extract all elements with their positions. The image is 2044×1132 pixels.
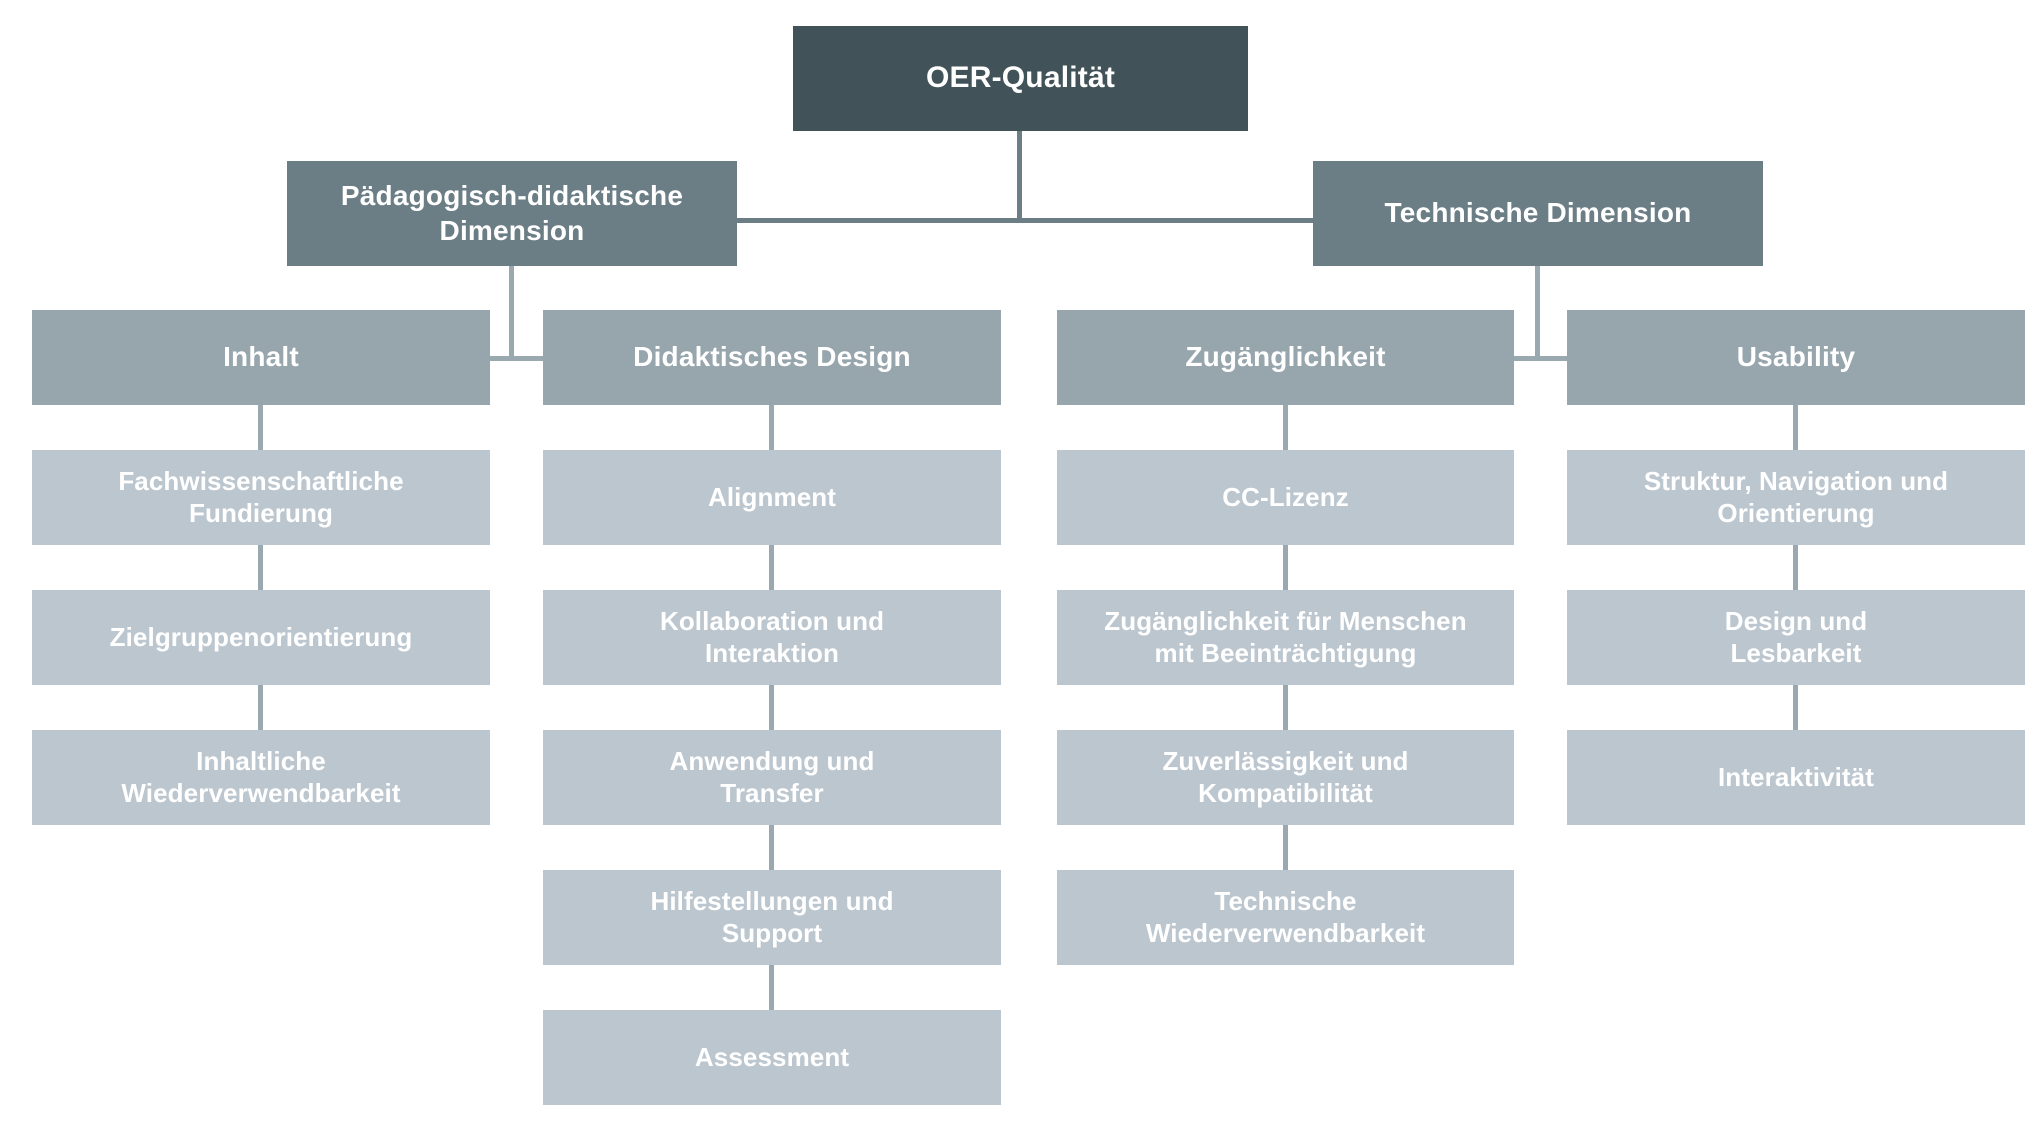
node-leaf-anwendung-und-transfer: Anwendung und Transfer xyxy=(543,730,1001,825)
connector-technisch-bus xyxy=(1513,356,1567,361)
node-leaf-zielgruppenorientierung: Zielgruppenorientierung xyxy=(32,590,490,685)
node-leaf-alignment: Alignment xyxy=(543,450,1001,545)
connector-zugaenglichkeit-1 xyxy=(1283,405,1288,450)
connector-zugaenglichkeit-4 xyxy=(1283,825,1288,870)
connector-didaktisches-design-1 xyxy=(769,405,774,450)
connector-usability-1 xyxy=(1793,405,1798,450)
node-leaf-design-und-lesbarkeit: Design und Lesbarkeit xyxy=(1567,590,2025,685)
connector-usability-2 xyxy=(1793,545,1798,590)
node-leaf-kollaboration-und-interaktion: Kollaboration und Interaktion xyxy=(543,590,1001,685)
node-leaf-interaktivitaet: Interaktivität xyxy=(1567,730,2025,825)
connector-didaktisches-design-3 xyxy=(769,685,774,730)
node-leaf-zugaenglichkeit-fuer-menschen-mit-beeintraechtigung: Zugänglichkeit für Menschen mit Beeinträ… xyxy=(1057,590,1514,685)
node-leaf-assessment: Assessment xyxy=(543,1010,1001,1105)
node-category-usability: Usability xyxy=(1567,310,2025,405)
connector-paedagogisch-bus xyxy=(489,356,543,361)
node-leaf-struktur-navigation-und-orientierung: Struktur, Navigation und Orientierung xyxy=(1567,450,2025,545)
connector-root-vertical xyxy=(1017,131,1022,222)
connector-inhalt-1 xyxy=(258,405,263,450)
connector-inhalt-3 xyxy=(258,685,263,730)
connector-technisch-vertical xyxy=(1535,266,1540,361)
node-paedagogisch-didaktische-dimension: Pädagogisch-didaktische Dimension xyxy=(287,161,737,266)
connector-zugaenglichkeit-3 xyxy=(1283,685,1288,730)
node-category-zugaenglichkeit: Zugänglichkeit xyxy=(1057,310,1514,405)
node-category-inhalt: Inhalt xyxy=(32,310,490,405)
node-oer-qualitaet: OER-Qualität xyxy=(793,26,1248,131)
node-technische-dimension: Technische Dimension xyxy=(1313,161,1763,266)
connector-paedagogisch-vertical xyxy=(509,266,514,361)
node-leaf-inhaltliche-wiederverwendbarkeit: Inhaltliche Wiederverwendbarkeit xyxy=(32,730,490,825)
connector-usability-3 xyxy=(1793,685,1798,730)
node-leaf-zuverlaessigkeit-und-kompatibilitaet: Zuverlässigkeit und Kompatibilität xyxy=(1057,730,1514,825)
node-leaf-fachwissenschaftliche-fundierung: Fachwissenschaftliche Fundierung xyxy=(32,450,490,545)
connector-zugaenglichkeit-2 xyxy=(1283,545,1288,590)
node-leaf-cc-lizenz: CC-Lizenz xyxy=(1057,450,1514,545)
connector-root-horizontal xyxy=(736,218,1314,223)
node-leaf-technische-wiederverwendbarkeit: Technische Wiederverwendbarkeit xyxy=(1057,870,1514,965)
connector-didaktisches-design-4 xyxy=(769,825,774,870)
connector-didaktisches-design-2 xyxy=(769,545,774,590)
node-category-didaktisches-design: Didaktisches Design xyxy=(543,310,1001,405)
connector-inhalt-2 xyxy=(258,545,263,590)
node-leaf-hilfestellungen-und-support: Hilfestellungen und Support xyxy=(543,870,1001,965)
connector-didaktisches-design-5 xyxy=(769,965,774,1010)
